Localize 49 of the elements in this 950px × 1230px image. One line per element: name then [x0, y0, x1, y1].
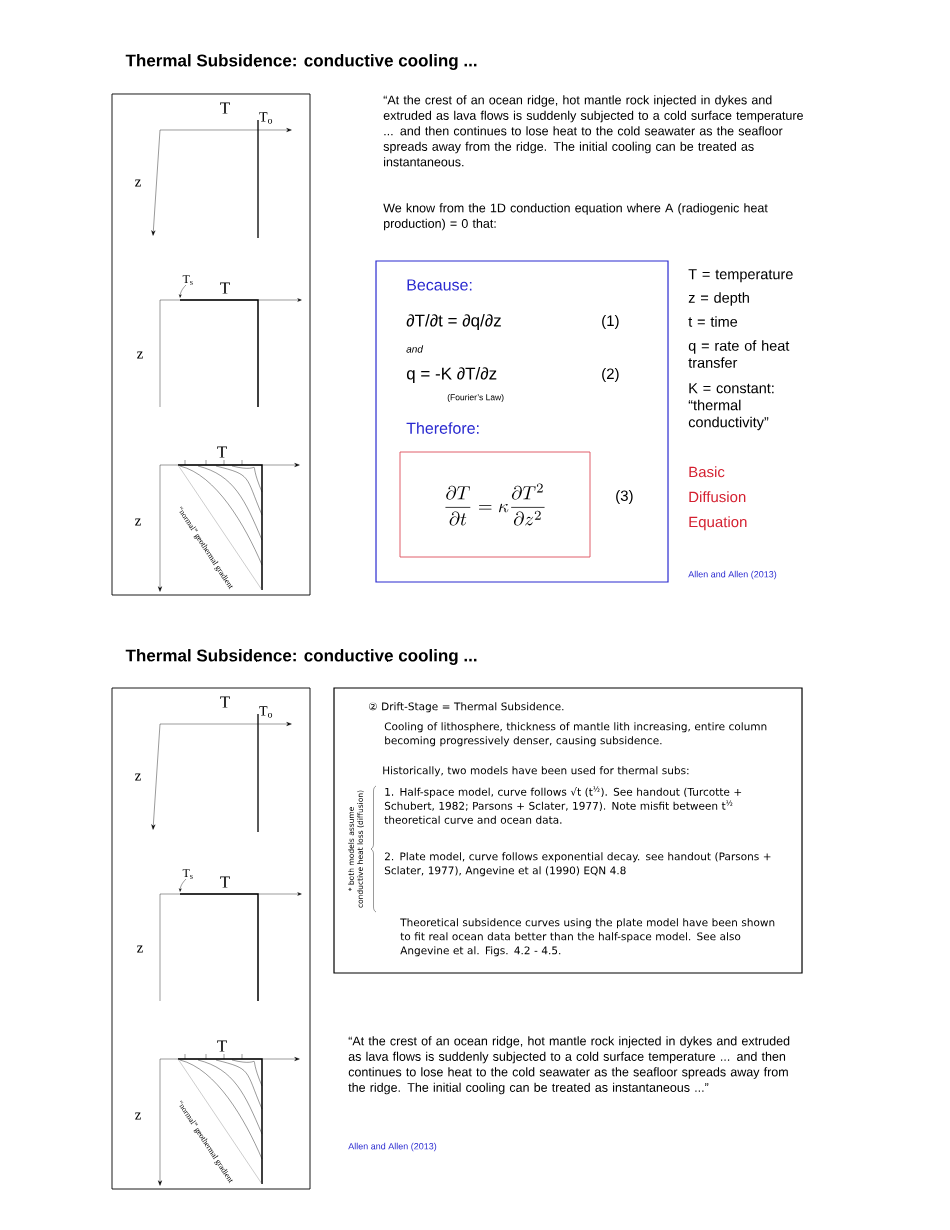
axis-label: T$_{o}$ — [259, 706, 273, 718]
equation-number: (3) — [616, 490, 633, 504]
formula-box: $\frac{\partial T}{\partial t}=\kappa\frac{\partial T^{2}}{\partial z^{2}}$ — [399, 451, 591, 558]
axis-label: T — [220, 102, 230, 114]
title: Thermal Subsidence: conductive cooling ... — [125, 54, 477, 70]
axis-label: T$_{s}$ — [182, 869, 193, 879]
sketch-panel — [111, 93, 311, 596]
axis-label: T$_{o}$ — [259, 112, 273, 124]
sketch-panel — [111, 687, 311, 1190]
handwritten-note: Cooling of lithosphere, thickness of mantle lith increasing, entire column becoming progressively denser, causing subsidence. — [384, 722, 767, 747]
equation: ∂T/∂t = ∂q/∂z — [406, 314, 501, 330]
title: Thermal Subsidence: conductive cooling ... — [125, 649, 477, 665]
caption-text: Basic Diffusion Equation — [689, 466, 747, 531]
axis-label: T — [220, 696, 230, 708]
equation-number: (1) — [602, 315, 619, 329]
axis-label: z — [135, 773, 141, 781]
handwritten-note: ② Drift-Stage = Thermal Subsidence. — [369, 702, 564, 713]
connective-word: and — [406, 345, 424, 353]
handwritten-note: 2. Plate model, curve follows exponential decay. see handout (Parsons + Sclater, 1977), Angevine et al (1990) EQN 4.8 — [384, 852, 771, 877]
axis-label: T$_{s}$ — [182, 275, 193, 285]
equation-note: (Fourier’s Law) — [447, 394, 504, 402]
definition: q = rate of heat transfer — [688, 340, 790, 368]
axis-label: T — [220, 876, 230, 888]
quote-text: “At the crest of an ocean ridge, hot mantle rock injected in dykes and extruded as lava flows is suddenly subjected to a cold surface temperature ... and then continues to lose heat to the cold seawater as the seafloor spreads away from the ridge. The initial cooling can be treated as instantaneous. — [383, 95, 803, 167]
definition: K = constant: “thermal conductivity” — [688, 383, 774, 431]
heading: Because: — [407, 279, 472, 291]
axis-label: z — [137, 945, 143, 953]
equation-number: (2) — [602, 368, 619, 382]
equation-box — [375, 260, 669, 583]
handwritten-note: Historically, two models have been used for thermal subs: — [383, 766, 689, 777]
citation: Allen and Allen (2013) — [348, 1142, 437, 1152]
paragraph: We know from the 1D conduction equation where A (radiogenic heat production) = 0 that: — [383, 203, 768, 231]
axis-label: T — [220, 282, 230, 294]
axis-label: z — [135, 1112, 141, 1120]
equation: q = -K ∂T/∂z — [406, 367, 497, 383]
note-box — [333, 687, 803, 974]
definition: T = temperature — [688, 269, 793, 283]
definition: z = depth — [688, 292, 749, 306]
handwritten-note: Theoretical subsidence curves using the plate model have been shown to fit real ocean data better than the half-space model. See also Angevine et al. Figs. 4.2 - 4.5. — [400, 918, 775, 957]
axis-label: T — [217, 1040, 227, 1052]
handwritten-note: 1. Half-space model, curve follows √t (t$^{½}$). See handout (Turcotte + Schubert, 1982; Parsons + Sclater, 1977). Note misfit between t$^{½}$ theoretical curve and ocean data. — [384, 786, 742, 824]
heading: Therefore: — [406, 422, 479, 434]
citation: Allen and Allen (2013) — [688, 570, 777, 580]
quote-text: “At the crest of an ocean ridge, hot mantle rock injected in dykes and extruded as lava flows is suddenly subjected to a cold surface temperature ... and then continues to lose heat to the cold seawater as the seafloor spreads away from the ridge. The initial cooling can be treated as instantaneous ...” — [348, 1036, 790, 1095]
axis-label: T — [217, 446, 227, 458]
definition: t = time — [688, 316, 738, 327]
axis-label: z — [135, 518, 141, 526]
axis-label: z — [137, 351, 143, 359]
axis-label: z — [135, 179, 141, 187]
